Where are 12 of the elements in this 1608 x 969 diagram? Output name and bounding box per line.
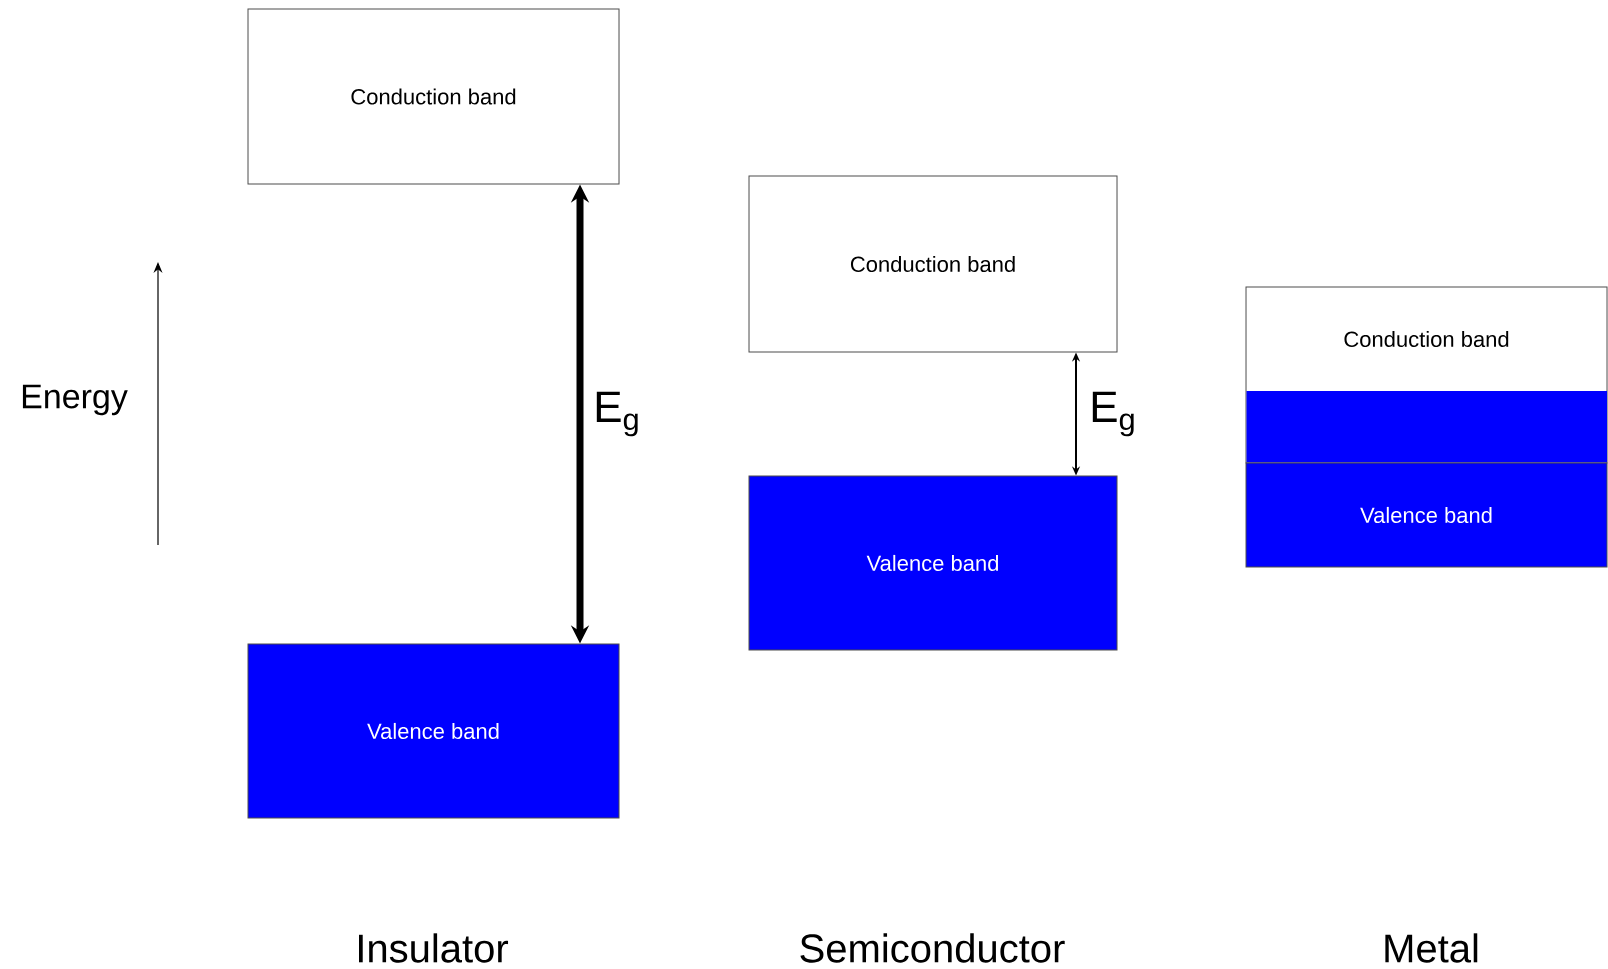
band-box: Valence band	[247, 643, 620, 819]
edge-label: E$_{g}$	[1092, 391, 1134, 437]
band-box: Conduction band	[1245, 286, 1608, 464]
edge-label: E$_{g}$	[596, 391, 638, 437]
column-label: Insulator	[359, 933, 509, 963]
axis-label: Energy	[22, 384, 128, 416]
column-label: Semiconductor	[800, 933, 1065, 963]
column-label: Metal	[1385, 933, 1478, 963]
band-box: Valence band	[1245, 462, 1608, 568]
band-box: Conduction band	[247, 8, 620, 185]
band-box: Valence band	[748, 475, 1118, 651]
band-box: Conduction band	[748, 175, 1118, 353]
